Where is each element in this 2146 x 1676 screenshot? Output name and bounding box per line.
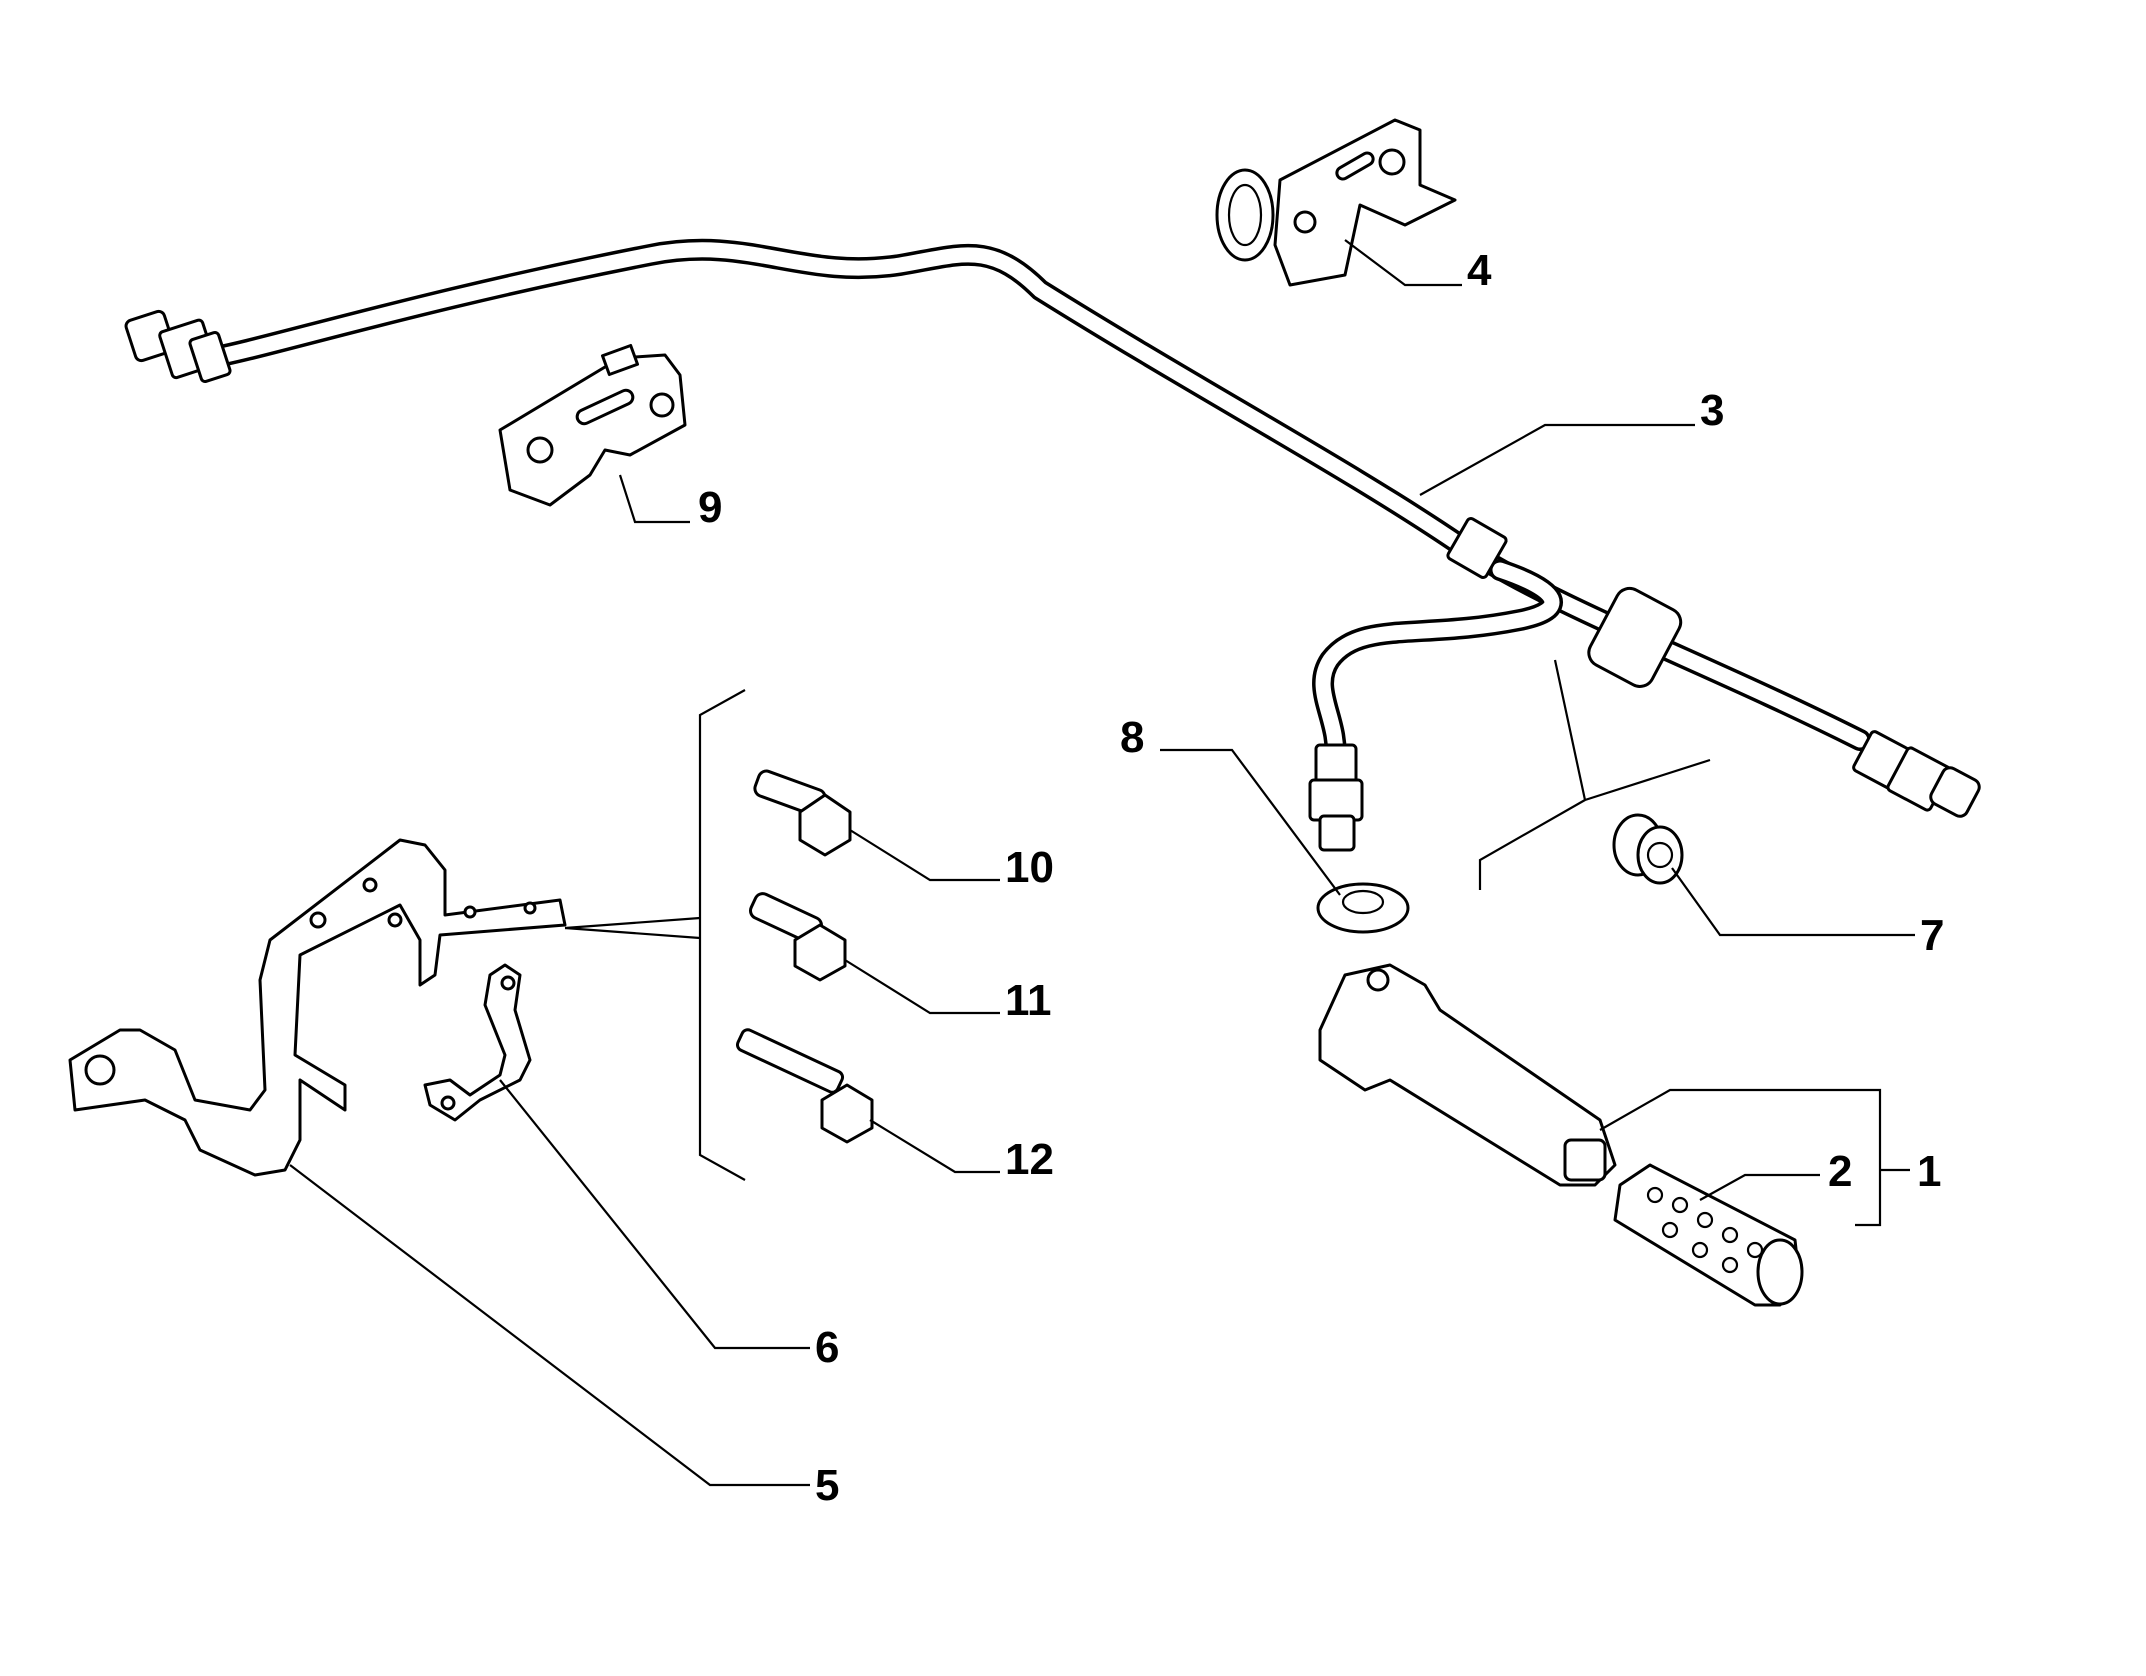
part-7-filter-cap [1612,813,1684,885]
part-1-filter-housing [1318,963,1617,1187]
part-10-bolt [753,769,852,857]
part-2-filter-element [1613,1163,1804,1307]
pipe-right-fitting-icon [1852,730,1981,818]
part-5-support-bracket [68,838,567,1177]
part-9-bracket [498,343,687,507]
callout-10: 10 [1005,843,1054,892]
part-3-fuel-pipe [124,238,1981,852]
part-6-clamp [423,963,532,1122]
callout-8: 8 [1120,713,1144,762]
pipe-joint-icon [1446,517,1508,579]
part-12-bolt [735,1028,874,1144]
group-bracket-lines [564,659,1711,1181]
callout-7: 7 [1920,911,1944,960]
part-11-bolt [749,892,847,982]
part-8-washer [1316,882,1410,934]
callout-4: 4 [1467,246,1492,295]
callout-6: 6 [815,1323,839,1372]
callout-12: 12 [1005,1135,1054,1184]
callout-1: 1 [1917,1147,1941,1196]
pipe-left-fitting-icon [124,309,232,384]
callout-9: 9 [698,483,722,532]
part-4-clip-bracket [1215,118,1457,287]
leader-lines [289,239,1915,1487]
callout-2: 2 [1828,1147,1852,1196]
callout-3: 3 [1700,386,1724,435]
callout-labels: 1 2 3 4 5 6 7 8 9 10 11 12 [698,246,1944,1510]
pipe-grommet-icon [1587,586,1683,688]
pipe-branch-fitting-icon [1308,743,1364,852]
callout-5: 5 [815,1461,839,1510]
callout-11: 11 [1005,976,1052,1025]
